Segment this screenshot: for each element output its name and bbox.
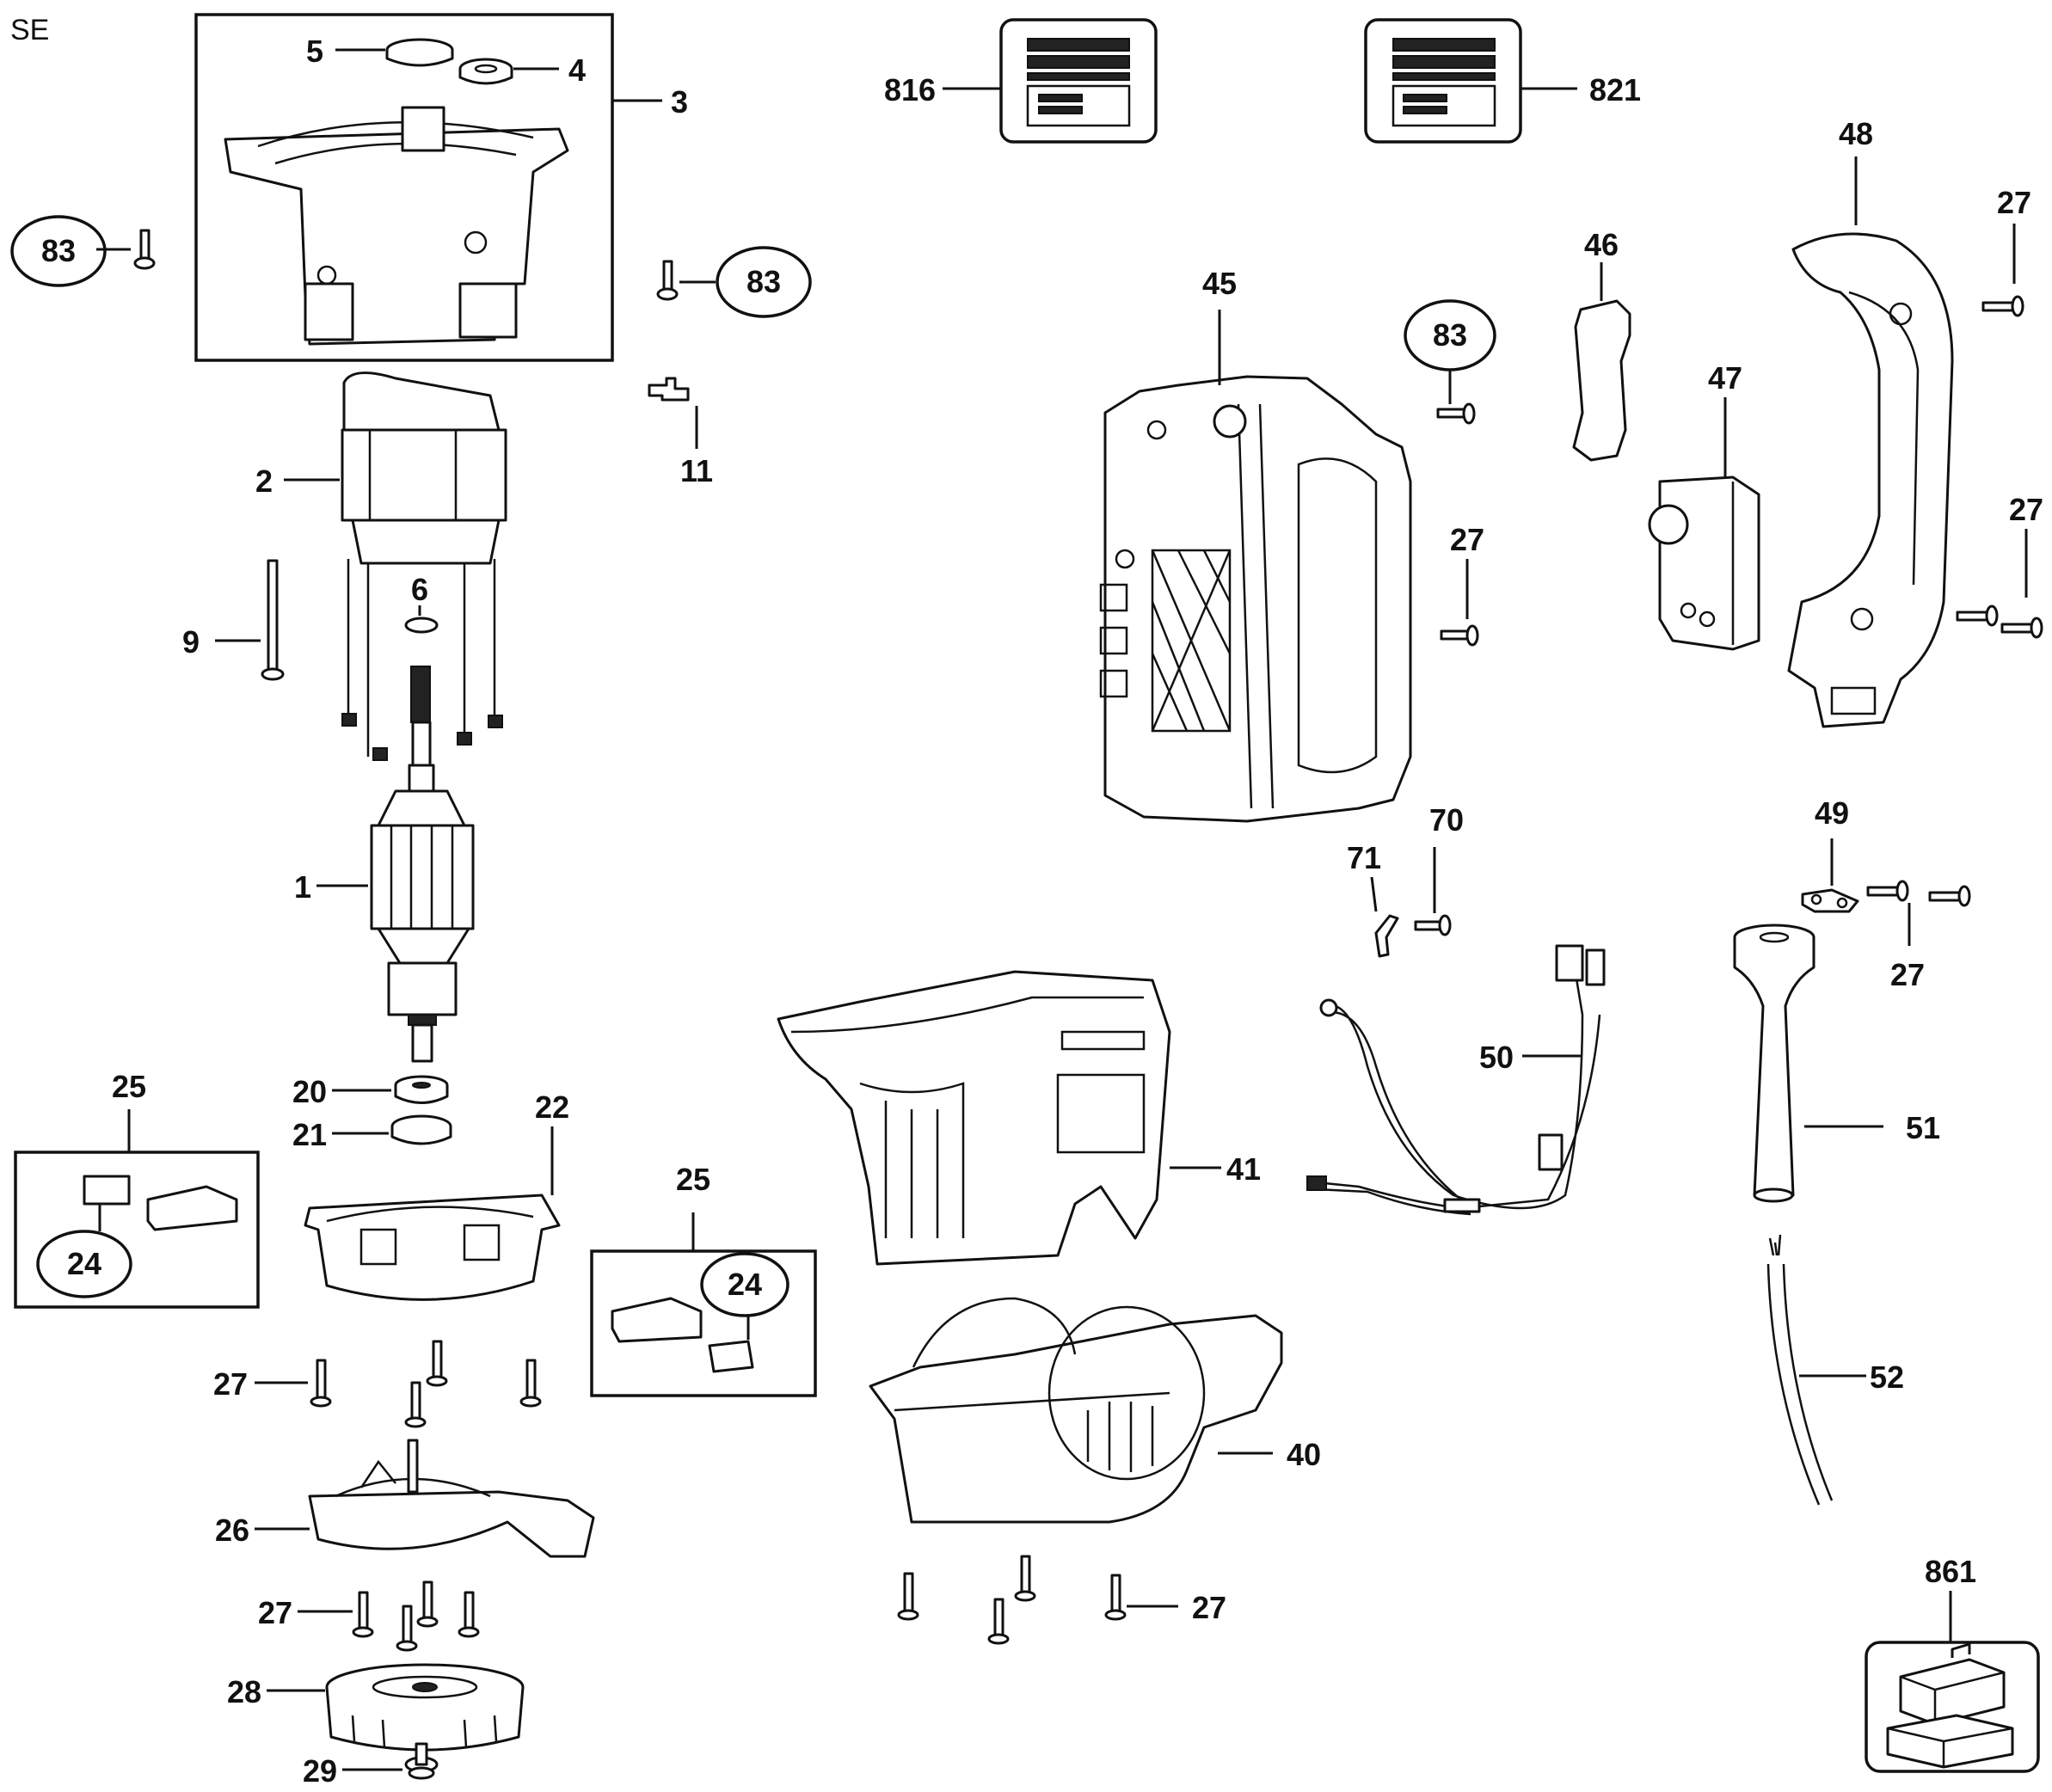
part-9-long-screw — [261, 559, 285, 681]
part-21-ring — [390, 1114, 452, 1145]
callout-11: 11 — [680, 453, 713, 488]
part-83-screw-middle — [656, 260, 679, 301]
callout-71: 71 — [1347, 840, 1381, 875]
part-24-brush-left — [83, 1175, 131, 1206]
callout-27-f: 27 — [1890, 957, 1925, 992]
callout-83-right: 83 — [1433, 317, 1467, 353]
part-861-kit-box — [1865, 1641, 2040, 1773]
callout-50: 50 — [1479, 1040, 1514, 1075]
callout-9: 9 — [182, 624, 200, 660]
callout-83-ring-middle — [716, 246, 812, 318]
part-49-cable-clamp — [1801, 888, 1859, 913]
callout-46: 46 — [1584, 227, 1619, 262]
part-3-gear-housing — [224, 106, 569, 346]
callout-861: 861 — [1925, 1554, 1976, 1589]
callout-2: 2 — [255, 463, 273, 499]
part-71-clip — [1374, 914, 1399, 958]
part-2-field-stator — [341, 371, 507, 761]
part-1-armature — [370, 666, 475, 1063]
callout-24-left: 24 — [67, 1246, 101, 1281]
part-24-brush-middle — [708, 1340, 754, 1373]
callout-40: 40 — [1287, 1437, 1321, 1472]
callout-83-ring-left — [10, 215, 107, 287]
part-3-frame — [194, 13, 614, 362]
callout-22: 22 — [535, 1089, 569, 1125]
part-28-fan — [325, 1663, 525, 1752]
part-46-trigger — [1572, 299, 1631, 462]
callout-25-left: 25 — [112, 1069, 146, 1104]
callout-49: 49 — [1815, 795, 1849, 831]
callout-821: 821 — [1589, 72, 1641, 107]
part-27-screws-right-pair — [1956, 604, 2043, 639]
part-4-bearing — [458, 58, 513, 85]
part-83-screw-left — [133, 229, 156, 270]
callout-27-e: 27 — [2009, 492, 2043, 527]
callout-83-left: 83 — [41, 233, 76, 268]
callout-24-middle: 24 — [728, 1267, 762, 1302]
callout-41: 41 — [1226, 1151, 1261, 1187]
callout-27-d: 27 — [1997, 185, 2031, 220]
callout-3: 3 — [671, 84, 688, 120]
part-6-ring — [404, 617, 439, 634]
part-70-screw — [1414, 914, 1452, 936]
callout-27-g: 27 — [1192, 1590, 1226, 1625]
callout-51: 51 — [1906, 1110, 1940, 1145]
part-27-screws-clamp — [1866, 880, 1971, 907]
callout-24-ring-left — [36, 1230, 132, 1298]
part-45-handle-housing — [1099, 375, 1412, 823]
callout-27-a: 27 — [213, 1366, 248, 1402]
part-41-motor-housing — [777, 970, 1171, 1266]
part-821-label-plate — [1364, 18, 1522, 144]
part-25-brush-holder-middle — [611, 1297, 703, 1343]
part-816-label-plate — [999, 18, 1158, 144]
part-25-brush-holder-left — [146, 1185, 238, 1231]
callout-20: 20 — [292, 1074, 327, 1109]
part-27-screw-top-right — [1981, 295, 2024, 317]
callout-1: 1 — [294, 869, 311, 905]
callout-83-middle: 83 — [746, 264, 781, 299]
part-22-brush-housing — [304, 1194, 561, 1301]
part-83-screw-right — [1436, 402, 1476, 425]
callout-52: 52 — [1870, 1359, 1904, 1395]
part-40-motor-cover — [869, 1297, 1283, 1524]
callout-5: 5 — [306, 34, 323, 69]
part-50-wiring-harness — [1306, 944, 1606, 1216]
callout-25-middle: 25 — [676, 1162, 710, 1197]
part-5-bearing — [385, 38, 454, 67]
part-27-screw-handle — [1440, 624, 1479, 647]
callout-29: 29 — [303, 1753, 337, 1789]
part-27-screws-set-1 — [310, 1340, 542, 1428]
callout-26: 26 — [215, 1513, 249, 1548]
callout-4: 4 — [568, 52, 586, 88]
part-48-handle-cover — [1787, 232, 1954, 728]
callout-45: 45 — [1202, 266, 1237, 301]
part-29-screw — [404, 1742, 439, 1780]
callout-47: 47 — [1708, 360, 1742, 396]
part-51-cord-protector — [1733, 924, 1815, 1203]
callout-48: 48 — [1839, 116, 1873, 151]
callout-6: 6 — [411, 572, 428, 607]
part-26-baffle — [308, 1439, 595, 1558]
part-27-screws-set-2 — [352, 1580, 480, 1652]
part-25-frame-left — [14, 1151, 260, 1309]
callout-816: 816 — [884, 72, 936, 107]
callout-70: 70 — [1429, 802, 1464, 838]
part-27-screws-set-3 — [897, 1555, 1127, 1645]
part-11-clip — [648, 377, 690, 402]
callout-24-ring-middle — [700, 1252, 789, 1317]
callout-21: 21 — [292, 1117, 327, 1152]
callout-28: 28 — [227, 1674, 261, 1709]
part-20-bearing — [394, 1075, 449, 1104]
callout-27-c: 27 — [1450, 522, 1484, 557]
part-47-switch — [1648, 476, 1760, 651]
part-52-power-cord — [1766, 1234, 1834, 1506]
part-25-frame-middle — [590, 1249, 817, 1397]
corner-label: SE — [10, 14, 49, 46]
callout-27-b: 27 — [258, 1595, 292, 1630]
